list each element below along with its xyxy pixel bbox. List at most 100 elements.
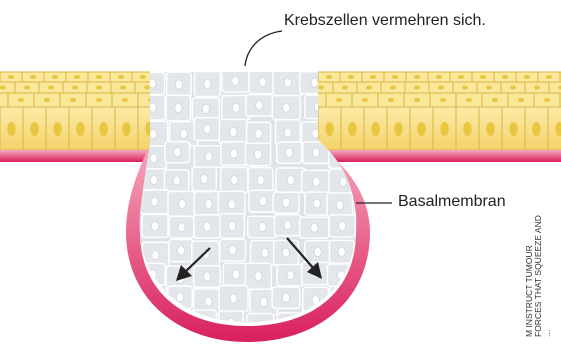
tumor-cell-nucleus: [232, 103, 239, 112]
epithelial-cell: [0, 93, 8, 107]
basement-membrane-right: [318, 150, 561, 162]
tumor-cell-nucleus: [205, 152, 212, 161]
cell-nucleus: [466, 98, 472, 102]
cell-nucleus: [48, 86, 54, 90]
tumor-cell-nucleus: [204, 124, 211, 133]
tumor-cell-nucleus: [255, 129, 262, 138]
cell-nucleus: [371, 122, 379, 136]
tumor-cell-nucleus: [284, 221, 291, 230]
tumor-cell-nucleus: [202, 104, 209, 113]
cell-nucleus: [96, 98, 102, 102]
tumor-cell: [353, 287, 378, 310]
tumor-cell-nucleus: [339, 320, 346, 329]
tumor-cell-nucleus: [313, 199, 320, 208]
tumor-cell-nucleus: [204, 79, 211, 88]
cell-nucleus: [509, 122, 517, 136]
cell-nucleus: [492, 98, 498, 102]
tumor-cell-nucleus: [368, 248, 375, 257]
cell-nucleus: [486, 86, 492, 90]
tumor-cell-nucleus: [152, 251, 159, 260]
tumor-cell-nucleus: [339, 221, 346, 230]
cell-nucleus: [44, 98, 50, 102]
cell-nucleus: [326, 75, 332, 79]
cell-nucleus: [99, 122, 107, 136]
cell-nucleus: [414, 75, 420, 79]
tumor-cell: [354, 312, 381, 334]
tumor-cell-nucleus: [178, 223, 185, 232]
tumor-cell-nucleus: [231, 176, 238, 185]
tumor-cell-nucleus: [203, 272, 210, 281]
cell-nucleus: [96, 86, 102, 90]
cell-nucleus: [388, 98, 394, 102]
tumor-cell-nucleus: [314, 247, 321, 256]
tumor-cell-nucleus: [230, 294, 237, 303]
credit-line-2: FORCES THAT SQUEEZE AND: [534, 215, 543, 337]
cell-nucleus: [144, 86, 150, 90]
tumor-cell-nucleus: [229, 221, 236, 230]
cell-nucleus: [30, 122, 38, 136]
tumor-cell-nucleus: [147, 318, 154, 327]
cell-nucleus: [438, 86, 444, 90]
tumor-cell-nucleus: [366, 271, 373, 280]
cell-nucleus: [463, 122, 471, 136]
tumor-cell-nucleus: [283, 198, 290, 207]
tumor-cell-nucleus: [282, 248, 289, 257]
tumor-cell-nucleus: [150, 130, 157, 139]
cell-nucleus: [392, 75, 398, 79]
tumor-cell-nucleus: [336, 201, 343, 210]
tumor-cell-nucleus: [175, 103, 182, 112]
cell-nucleus: [417, 122, 425, 136]
tumor-cell-nucleus: [232, 76, 239, 85]
tumor-cell-nucleus: [173, 176, 180, 185]
cell-nucleus: [370, 75, 376, 79]
cell-nucleus: [480, 75, 486, 79]
cell-nucleus: [532, 122, 540, 136]
tumor-cell-nucleus: [259, 222, 266, 231]
cell-nucleus: [18, 98, 24, 102]
proliferation-label: Krebszellen vermehren sich.: [284, 11, 504, 30]
tumor-cell-nucleus: [230, 149, 237, 158]
tumor-cell-nucleus: [232, 270, 239, 279]
tumor-cell-nucleus: [151, 175, 158, 184]
tumor-cell-nucleus: [338, 271, 345, 280]
tumor-cell-nucleus: [283, 103, 290, 112]
tumor-cell-nucleus: [287, 176, 294, 185]
tumor-cell-nucleus: [180, 129, 187, 138]
cell-nucleus: [534, 86, 540, 90]
cell-nucleus: [76, 122, 84, 136]
cell-nucleus: [362, 98, 368, 102]
cell-nucleus: [414, 98, 420, 102]
cell-nucleus: [53, 122, 61, 136]
cell-nucleus: [8, 75, 14, 79]
tumor-cell-nucleus: [284, 128, 291, 137]
cell-nucleus: [122, 98, 128, 102]
cell-nucleus: [440, 98, 446, 102]
cell-nucleus: [70, 98, 76, 102]
tumor-cell-nucleus: [256, 101, 263, 110]
cell-nucleus: [390, 86, 396, 90]
epithelium-left: [0, 72, 164, 150]
tumor-cell-nucleus: [311, 78, 318, 87]
tumor-cell-nucleus: [201, 174, 208, 183]
cell-nucleus: [318, 86, 324, 90]
tumor-cell-nucleus: [311, 223, 318, 232]
tumor-cell-nucleus: [175, 80, 182, 89]
tumor-cell-nucleus: [230, 127, 237, 136]
credit-line-3: ...: [543, 215, 552, 337]
tumor-cell-nucleus: [151, 221, 158, 230]
tumor-cell-nucleus: [254, 150, 261, 159]
proliferation-leader-line: [245, 31, 282, 66]
cell-nucleus: [436, 75, 442, 79]
tumor-cell-nucleus: [149, 103, 156, 112]
cell-nucleus: [394, 122, 402, 136]
tumor-cell-nucleus: [313, 177, 320, 186]
tumor-cell-nucleus: [340, 177, 347, 186]
tumor-cell-nucleus: [338, 247, 345, 256]
cell-nucleus: [140, 75, 146, 79]
cell-nucleus: [366, 86, 372, 90]
tumor-cell-nucleus: [174, 148, 181, 157]
tumor-cell-nucleus: [150, 154, 157, 163]
cell-nucleus: [462, 86, 468, 90]
tumor-cell-nucleus: [287, 271, 294, 280]
